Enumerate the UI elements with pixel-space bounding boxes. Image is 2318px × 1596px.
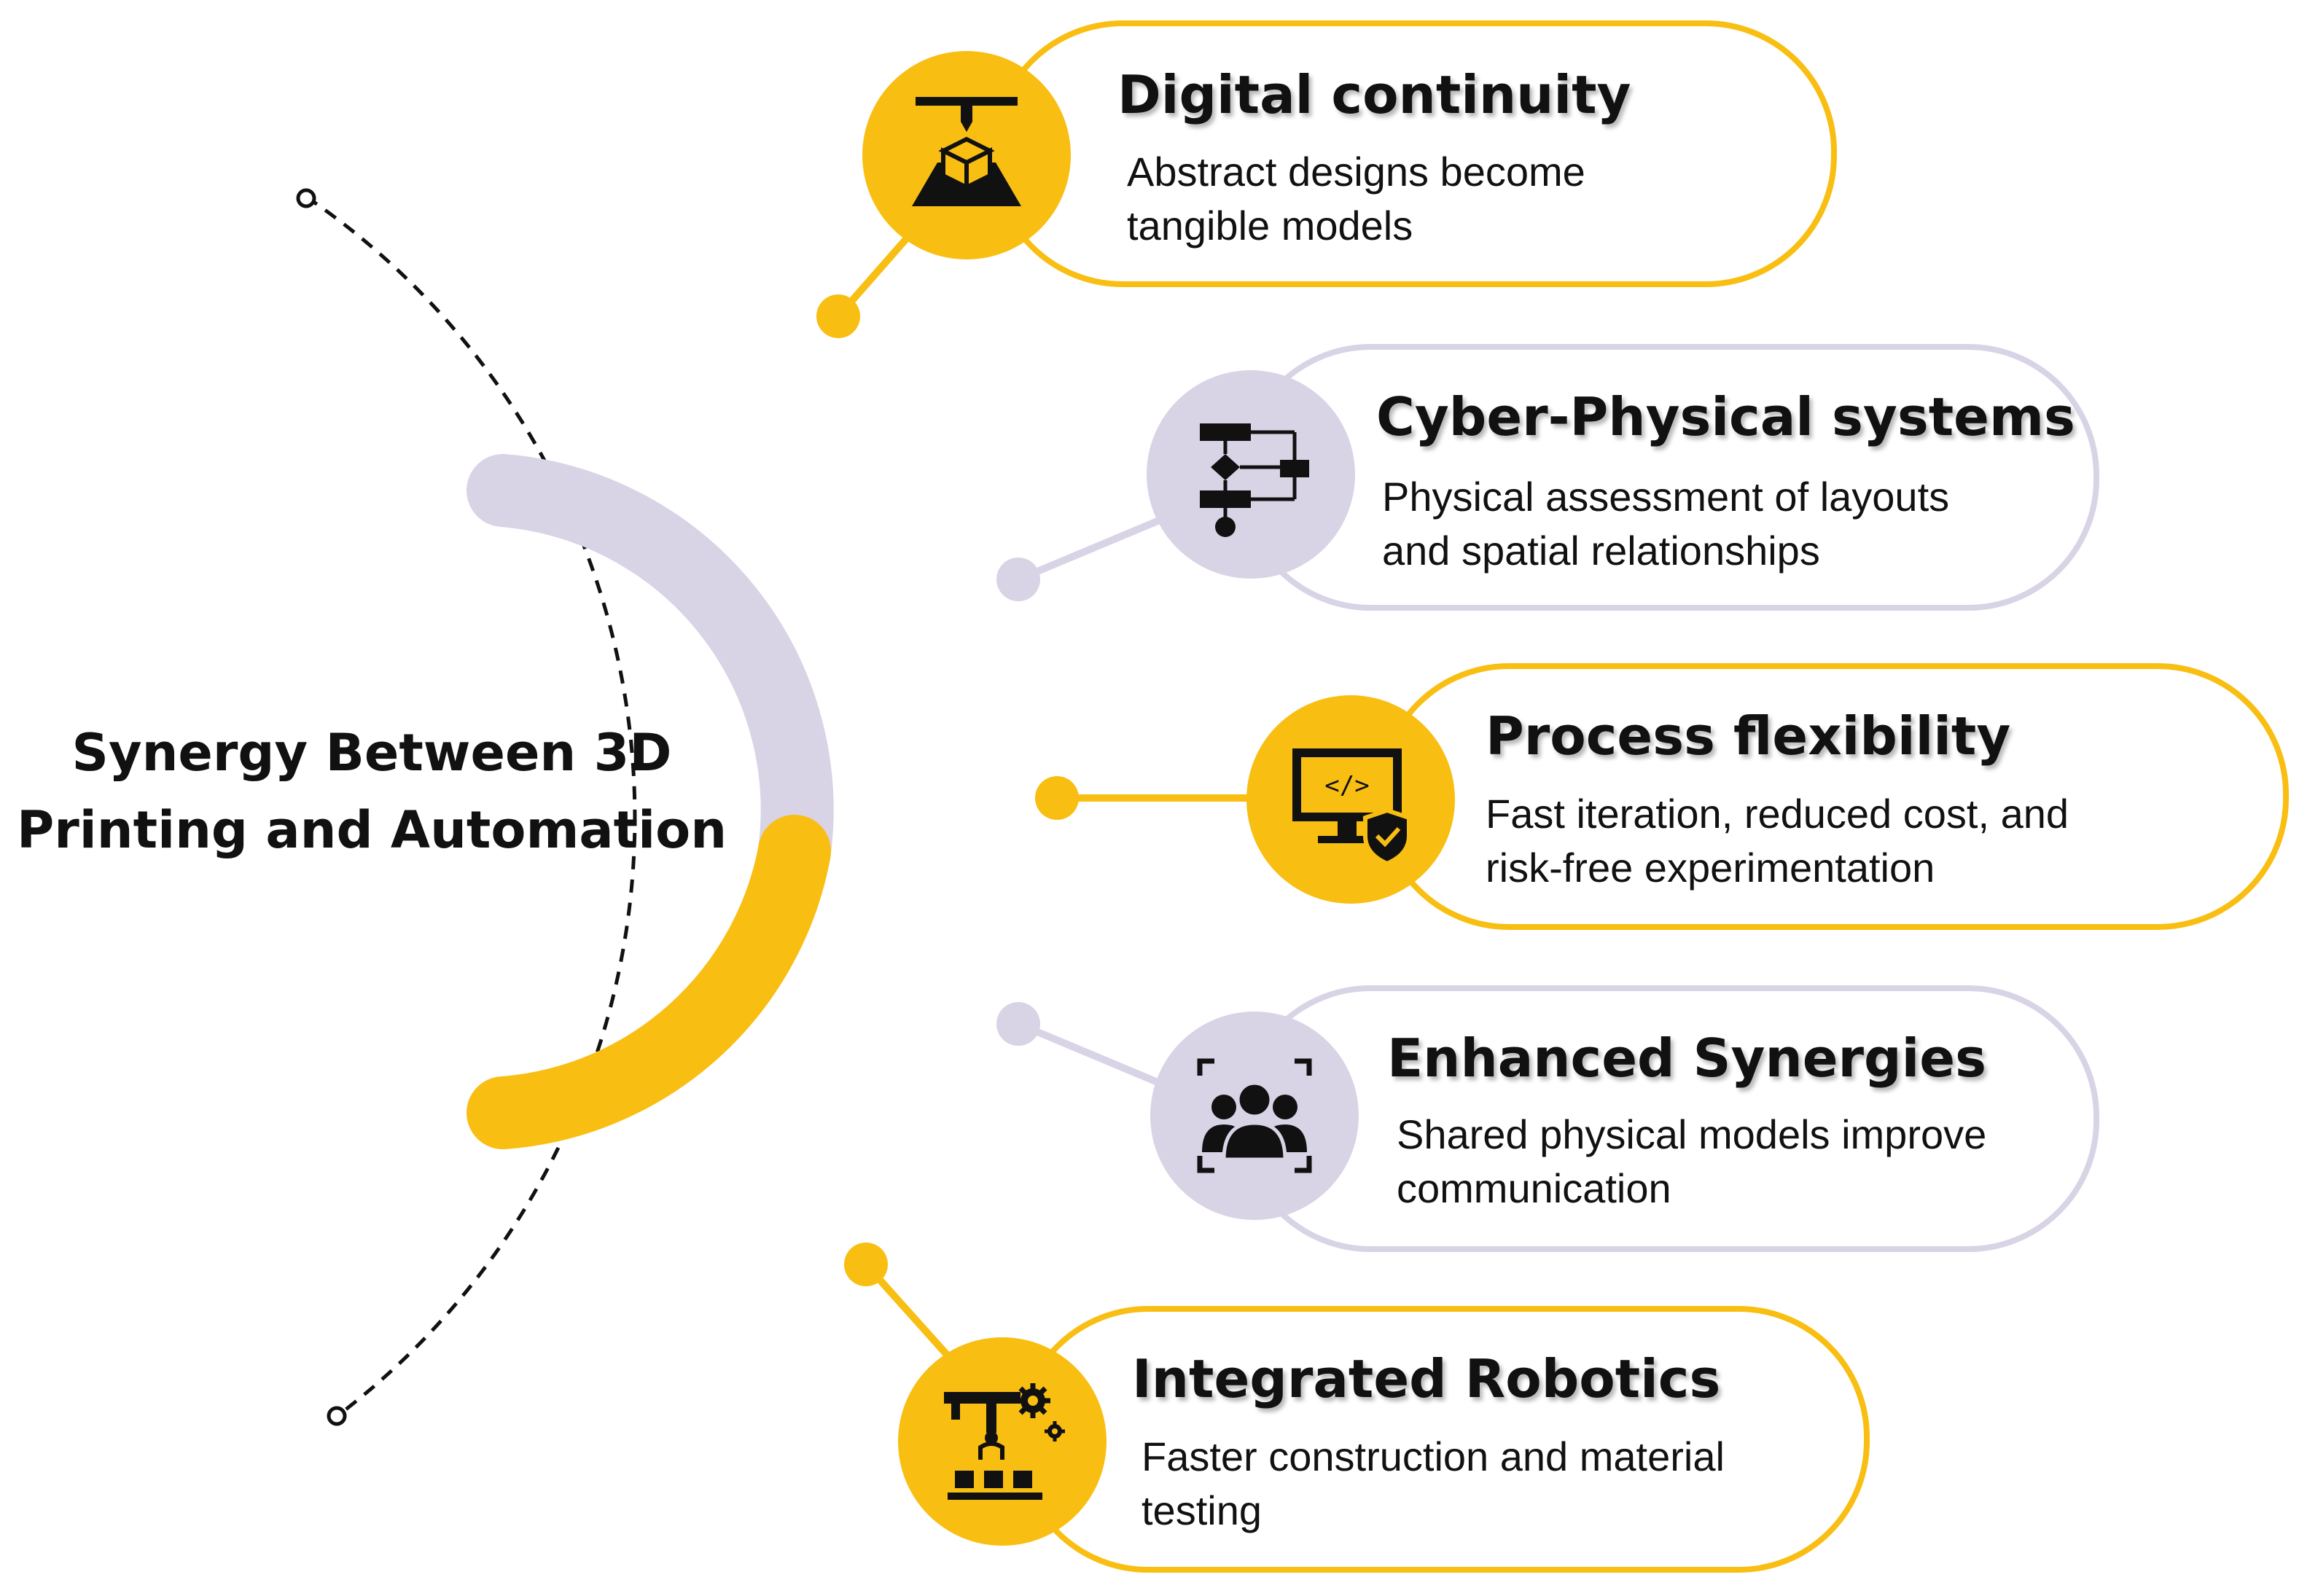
- central-title-line-1: Synergy Between 3D: [71, 723, 672, 783]
- card-description: Faster construction and material testing: [1142, 1430, 1725, 1538]
- connector-4: [1017, 1020, 1168, 1090]
- icon-badge-process-flexibility: </>: [1246, 695, 1455, 904]
- node-dot-4: [996, 1002, 1040, 1046]
- card-title: Digital continuity: [1117, 64, 1631, 125]
- lavender-arc: [467, 454, 834, 888]
- flowchart-icon: [1200, 423, 1309, 537]
- card-description-line: Physical assessment of layouts: [1382, 474, 1950, 520]
- card-description: Fast iteration, reduced cost, and risk-f…: [1486, 787, 2069, 895]
- icon-badge-digital-continuity: [862, 51, 1071, 259]
- card-cyber-physical-systems: Cyber-Physical systems Physical assessme…: [1239, 344, 2099, 611]
- dashed-arc: [305, 195, 637, 1419]
- yellow-arc: [467, 815, 831, 1149]
- icon-badge-cyber-physical: [1147, 370, 1355, 579]
- node-dot-5: [844, 1243, 888, 1286]
- card-title: Integrated Robotics: [1132, 1348, 1721, 1409]
- card-title: Enhanced Synergies: [1387, 1028, 1986, 1089]
- card-process-flexibility: Process flexibility Fast iteration, redu…: [1378, 663, 2289, 930]
- card-description-line: risk-free experimentation: [1486, 845, 1935, 891]
- card-description: Abstract designs become tangible models: [1127, 145, 1585, 253]
- card-description-line: Fast iteration, reduced cost, and: [1486, 791, 2069, 837]
- card-description: Physical assessment of layouts and spati…: [1382, 470, 1949, 578]
- robotic-assembly-icon: [944, 1383, 1065, 1500]
- arc-end-top: [296, 188, 316, 208]
- card-description-line: Faster construction and material: [1142, 1433, 1725, 1479]
- connector-2: [1017, 514, 1168, 583]
- card-title: Process flexibility: [1486, 705, 2011, 767]
- svg-text:</>: </>: [1324, 771, 1369, 800]
- node-dot-1: [816, 294, 860, 338]
- card-digital-continuity: Digital continuity Abstract designs beco…: [991, 20, 1837, 287]
- card-description-line: tangible models: [1127, 203, 1413, 249]
- team-focus-icon: [1197, 1058, 1312, 1173]
- 3d-printer-icon: [912, 97, 1021, 206]
- arc-end-bottom: [327, 1406, 347, 1426]
- secure-code-monitor-icon: </>: [1292, 748, 1411, 867]
- icon-badge-integrated-robotics: [898, 1337, 1107, 1546]
- icon-badge-enhanced-synergies: [1150, 1012, 1359, 1220]
- card-enhanced-synergies: Enhanced Synergies Shared physical model…: [1239, 985, 2099, 1252]
- node-dot-2: [996, 558, 1040, 601]
- card-description-line: Shared physical models improve: [1397, 1111, 1987, 1157]
- card-description-line: and spatial relationships: [1382, 528, 1820, 574]
- central-title-line-2: Printing and Automation: [16, 800, 727, 860]
- node-dot-3: [1035, 776, 1079, 820]
- card-title: Cyber-Physical systems: [1376, 386, 2075, 447]
- card-description: Shared physical models improve communica…: [1397, 1108, 1986, 1216]
- central-title: Synergy Between 3D Printing and Automati…: [15, 714, 729, 869]
- card-description-line: Abstract designs become: [1127, 149, 1585, 195]
- card-description-line: communication: [1397, 1165, 1671, 1211]
- card-integrated-robotics: Integrated Robotics Faster construction …: [1017, 1306, 1870, 1573]
- card-description-line: testing: [1142, 1487, 1262, 1533]
